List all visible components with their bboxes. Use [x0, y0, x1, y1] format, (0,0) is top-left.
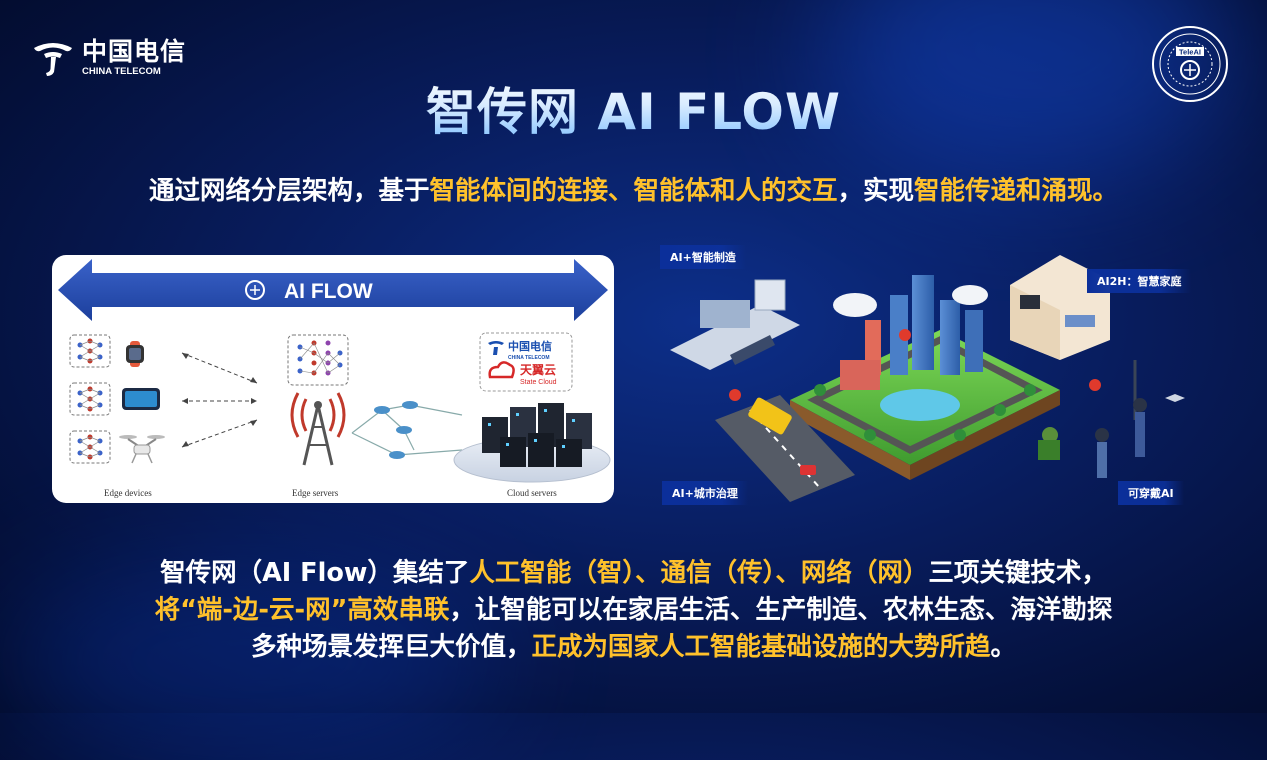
banner-label: AI FLOW — [284, 280, 373, 303]
smart-city-scene: AI+智能制造 AI2H：智慧家庭 AI+城市治理 可穿戴AI — [640, 240, 1220, 512]
china-telecom-logo-icon — [34, 43, 72, 76]
subtitle-highlight: 智能传递和涌现。 — [914, 176, 1119, 206]
cloud-logo-en: CHINA TELECOM — [508, 355, 549, 361]
drone-icon — [119, 435, 165, 464]
subtitle-text: ，实现 — [837, 176, 915, 206]
summary-text: ，让智能可以在家居生活、生产制造、农林生态、海洋勘探 — [449, 595, 1113, 625]
china-telecom-logo: 中国电信 CHINA TELECOM — [30, 38, 186, 78]
edge-device-model-icon — [69, 382, 111, 416]
summary-line: 智传网（AI Flow）集结了人工智能（智）、通信（传）、网络（网）三项关键技术… — [0, 555, 1267, 592]
device-to-edge-links — [181, 352, 258, 448]
tag-wearable-ai: 可穿戴AI — [1118, 481, 1184, 505]
ai-flow-diagram: AI FLOW — [52, 255, 614, 503]
edge-device-model-icon — [69, 430, 111, 464]
logo-english-text: CHINA TELECOM — [82, 67, 186, 77]
summary-highlight: 将“端-边-云-网”高效串联 — [154, 595, 450, 625]
tianyi-cloud-en: State Cloud — [520, 379, 557, 386]
cloud-servers-icon — [482, 403, 592, 467]
cloud-logo-cn: 中国电信 — [508, 339, 552, 353]
ai-flow-banner-arrow — [58, 259, 608, 321]
summary-paragraph: 智传网（AI Flow）集结了人工智能（智）、通信（传）、网络（网）三项关键技术… — [0, 555, 1267, 666]
tag-city-governance: AI+城市治理 — [662, 481, 748, 505]
summary-text: 。 — [990, 632, 1017, 662]
smartwatch-icon — [126, 341, 144, 367]
smartphone-icon — [122, 388, 160, 410]
isometric-city-illustration — [670, 255, 1185, 502]
summary-line: 多种场景发挥巨大价值，正成为国家人工智能基础设施的大势所趋。 — [0, 629, 1267, 666]
summary-text: 三项关键技术， — [928, 558, 1107, 588]
subtitle-text: 通过网络分层架构，基于 — [148, 176, 430, 206]
edge-server-model-icon — [287, 334, 349, 386]
tianyi-cloud-cn: 天翼云 — [520, 363, 556, 377]
tag-manufacturing: AI+智能制造 — [660, 245, 746, 269]
summary-highlight: 人工智能（智）、通信（传）、网络（网） — [469, 558, 929, 588]
page-title: 智传网 AI FLOW — [0, 72, 1267, 144]
summary-highlight: 正成为国家人工智能基础设施的大势所趋 — [531, 632, 991, 662]
cell-tower-icon — [290, 392, 346, 466]
subtitle-highlight: 智能体间的连接、智能体和人的交互 — [429, 176, 838, 206]
cloud-servers-label: Cloud servers — [507, 488, 557, 498]
summary-text: 多种场景发挥巨大价值， — [250, 632, 532, 662]
edge-device-model-icon — [69, 334, 111, 368]
tag-smart-home: AI2H：智慧家庭 — [1087, 269, 1192, 293]
logo-chinese-text: 中国电信 — [82, 37, 187, 67]
subtitle: 通过网络分层架构，基于智能体间的连接、智能体和人的交互，实现智能传递和涌现。 — [0, 170, 1267, 207]
seal-label: TeleAI — [1179, 48, 1201, 57]
summary-line: 将“端-边-云-网”高效串联，让智能可以在家居生活、生产制造、农林生态、海洋勘探 — [0, 592, 1267, 629]
summary-text: 智传网（AI Flow）集结了 — [160, 558, 470, 588]
teleai-seal-icon: TeleAI — [1152, 26, 1228, 102]
edge-servers-label: Edge servers — [292, 488, 339, 498]
edge-devices-label: Edge devices — [104, 488, 152, 498]
